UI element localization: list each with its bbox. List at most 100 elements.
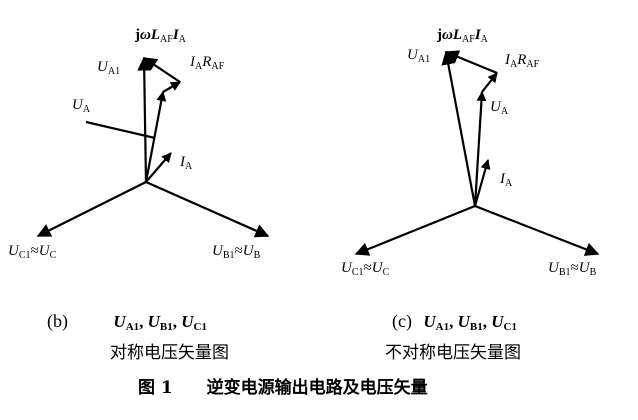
label-sub: AF xyxy=(462,34,475,45)
label-sub: A xyxy=(510,59,518,70)
label-sub: A xyxy=(480,34,488,45)
panel-c-label-iaraf: IARAF xyxy=(505,53,539,70)
label-part: I xyxy=(172,27,179,43)
panel-b-label-iaraf: IARAF xyxy=(190,55,224,72)
label-sub: AF xyxy=(526,59,540,70)
label-part: U xyxy=(72,97,83,113)
panel-b-ua-pointer xyxy=(85,120,156,140)
label-sub: A xyxy=(195,61,203,72)
caption-part: U xyxy=(423,312,436,331)
label-sub: A1 xyxy=(107,66,121,77)
approx-sign: ≈ xyxy=(234,243,243,259)
panel-b-iaraf-vector xyxy=(162,81,181,93)
label-sub: B1 xyxy=(222,250,235,261)
label-part: j xyxy=(135,27,140,43)
caption-sub: A1 xyxy=(435,321,450,333)
panel-b-vectors xyxy=(36,56,270,238)
caption-sep: , xyxy=(482,312,487,331)
panel-b-ia-vector xyxy=(145,152,172,183)
panel-b-label-ua: UA xyxy=(72,98,90,115)
caption-sub: B1 xyxy=(469,321,483,333)
panel-c-uc1-vector xyxy=(354,204,476,256)
label-part: U xyxy=(242,243,254,259)
label-part: L xyxy=(150,27,161,43)
panel-b-letter: (b) xyxy=(47,311,68,331)
label-sub: C1 xyxy=(351,267,364,278)
panel-c-label-jwlaf: jωLAFIA xyxy=(437,28,488,45)
panel-c-caption-line2: 不对称电压矢量图 xyxy=(385,343,521,363)
label-sub: A xyxy=(505,178,513,189)
panel-c-label-ub1: UB1≈UB xyxy=(548,261,596,278)
panel-b-label-ub1: UB1≈UB xyxy=(212,244,260,261)
panel-b-ua1-vector xyxy=(137,56,152,183)
label-sub: A xyxy=(82,104,91,115)
caption-sub: C1 xyxy=(193,321,207,333)
caption-part: U xyxy=(457,312,470,331)
label-sub: A xyxy=(178,34,186,45)
label-sub: AF xyxy=(160,34,173,45)
caption-part: U xyxy=(147,312,160,331)
label-part: U xyxy=(341,260,352,276)
label-sub: B xyxy=(589,267,597,278)
panel-b-ub1-vector xyxy=(145,180,270,238)
label-sub: AF xyxy=(211,61,225,72)
label-part: I xyxy=(500,171,505,187)
panel-c-label-ua: UA xyxy=(490,100,508,117)
label-part: I xyxy=(180,154,185,170)
label-sub: A xyxy=(500,106,509,117)
label-sub: B1 xyxy=(558,267,571,278)
label-part: U xyxy=(8,243,19,259)
panel-c-ua1-vector xyxy=(441,50,477,207)
label-part: U xyxy=(38,243,50,259)
panel-b-jwlaf-vector xyxy=(142,57,181,83)
figure-number: 图 1 xyxy=(138,378,173,398)
label-part: U xyxy=(97,59,108,75)
label-part: U xyxy=(490,99,501,115)
panel-c-label-ia: IA xyxy=(500,172,512,189)
approx-sign: ≈ xyxy=(30,243,39,259)
caption-sep: , xyxy=(449,312,454,331)
label-part: R xyxy=(517,52,527,68)
caption-sub: B1 xyxy=(159,321,173,333)
label-part: j xyxy=(437,27,442,43)
label-part: ω xyxy=(140,27,151,43)
panel-b-label-ia: IA xyxy=(180,155,192,172)
label-sub: C1 xyxy=(18,250,31,261)
label-sub: C xyxy=(382,267,390,278)
panel-c-ua-vector xyxy=(473,91,487,207)
panel-c-vector-list: UA1, UB1, UC1 xyxy=(423,312,517,333)
panel-c-iaraf-vector xyxy=(481,72,498,93)
panel-b-uc1-vector xyxy=(36,181,147,237)
label-sub: A1 xyxy=(417,54,431,65)
panel-c-label-uc1: UC1≈UC xyxy=(341,261,389,278)
label-part: U xyxy=(212,243,223,259)
approx-sign: ≈ xyxy=(363,260,372,276)
panel-c-ia-vector xyxy=(473,159,491,207)
caption-sep: , xyxy=(172,312,178,331)
label-part: U xyxy=(548,260,559,276)
label-part: I xyxy=(190,54,195,70)
caption-sub: A1 xyxy=(125,321,140,333)
caption-sep: , xyxy=(139,312,144,331)
panel-b-label-uc1: UC1≈UC xyxy=(8,244,56,261)
label-sub: B xyxy=(253,250,261,261)
label-part: R xyxy=(202,54,212,70)
panel-b-caption-line2: 对称电压矢量图 xyxy=(110,343,229,363)
label-sub: C xyxy=(49,250,57,261)
panel-b-label-ua1: UA1 xyxy=(97,60,120,77)
label-part: I xyxy=(505,52,510,68)
label-part: U xyxy=(371,260,383,276)
figure-caption: 图 1 逆变电源输出电路及电压矢量 xyxy=(138,380,428,397)
caption-part: U xyxy=(181,312,194,331)
panel-b-vector-list: UA1, UB1, UC1 xyxy=(113,312,207,333)
label-part: ω xyxy=(442,27,453,43)
panel-c-vectors xyxy=(354,50,600,256)
panel-c-letter: (c) xyxy=(392,311,412,331)
label-part: U xyxy=(578,260,590,276)
caption-sub: C1 xyxy=(503,321,517,333)
panel-c-label-ua1: UA1 xyxy=(407,48,430,65)
panel-c-ub1-vector xyxy=(474,204,600,256)
caption-part: U xyxy=(491,312,504,331)
